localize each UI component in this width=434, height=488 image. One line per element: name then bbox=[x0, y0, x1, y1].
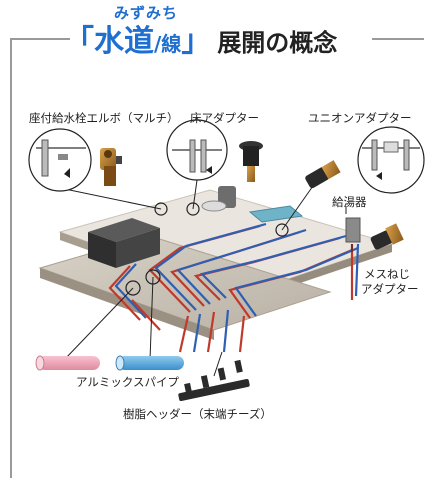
blue-pipe-sample bbox=[115, 355, 184, 371]
label-water-heater: 給湯器 bbox=[332, 195, 367, 209]
union-adapter-detail-circle bbox=[357, 126, 425, 194]
connection-markers bbox=[125, 202, 289, 296]
bathtub bbox=[248, 205, 304, 223]
page-title: みずみち 「水道/線」展開の概念 bbox=[64, 0, 374, 70]
pink-pipe-sample bbox=[35, 355, 100, 371]
water-heater bbox=[345, 217, 361, 243]
frame-top-right bbox=[372, 38, 424, 40]
female-thread-adapter bbox=[370, 223, 404, 250]
resin-header-tees bbox=[178, 359, 250, 402]
title-keyword-small: /線 bbox=[154, 32, 182, 56]
floor-adapter-part bbox=[239, 141, 263, 182]
union-adapter-part bbox=[305, 160, 341, 189]
frame-top-left bbox=[10, 38, 70, 40]
elbow-detail-circle bbox=[28, 128, 92, 192]
label-elbow: 座付給水栓エルボ（マルチ） bbox=[29, 111, 179, 125]
label-pipe: アルミックスパイプ bbox=[76, 375, 180, 389]
title-rest: 展開の概念 bbox=[217, 29, 338, 57]
floor-pipes bbox=[108, 222, 360, 331]
label-female-adapter-line2: アダプター bbox=[361, 282, 419, 296]
elbow-fitting bbox=[100, 148, 122, 186]
title-bracket-close: 」 bbox=[181, 24, 212, 59]
washbasin bbox=[201, 186, 236, 212]
floor-adapter-detail-circle bbox=[166, 119, 228, 181]
title-bracket-open: 「 bbox=[64, 24, 94, 59]
title-ruby: みずみち bbox=[114, 4, 179, 22]
label-floor-adapter: 床アダプター bbox=[190, 111, 259, 125]
frame-left bbox=[10, 38, 12, 478]
label-female-adapter-line1: メスねじ bbox=[364, 267, 410, 281]
label-union-adapter: ユニオンアダプター bbox=[308, 111, 412, 125]
title-keyword: 水道 bbox=[94, 24, 154, 59]
label-header: 樹脂ヘッダー（末端チーズ） bbox=[123, 407, 272, 421]
kitchen-cabinet bbox=[88, 218, 160, 268]
descending-pipes bbox=[178, 309, 246, 353]
